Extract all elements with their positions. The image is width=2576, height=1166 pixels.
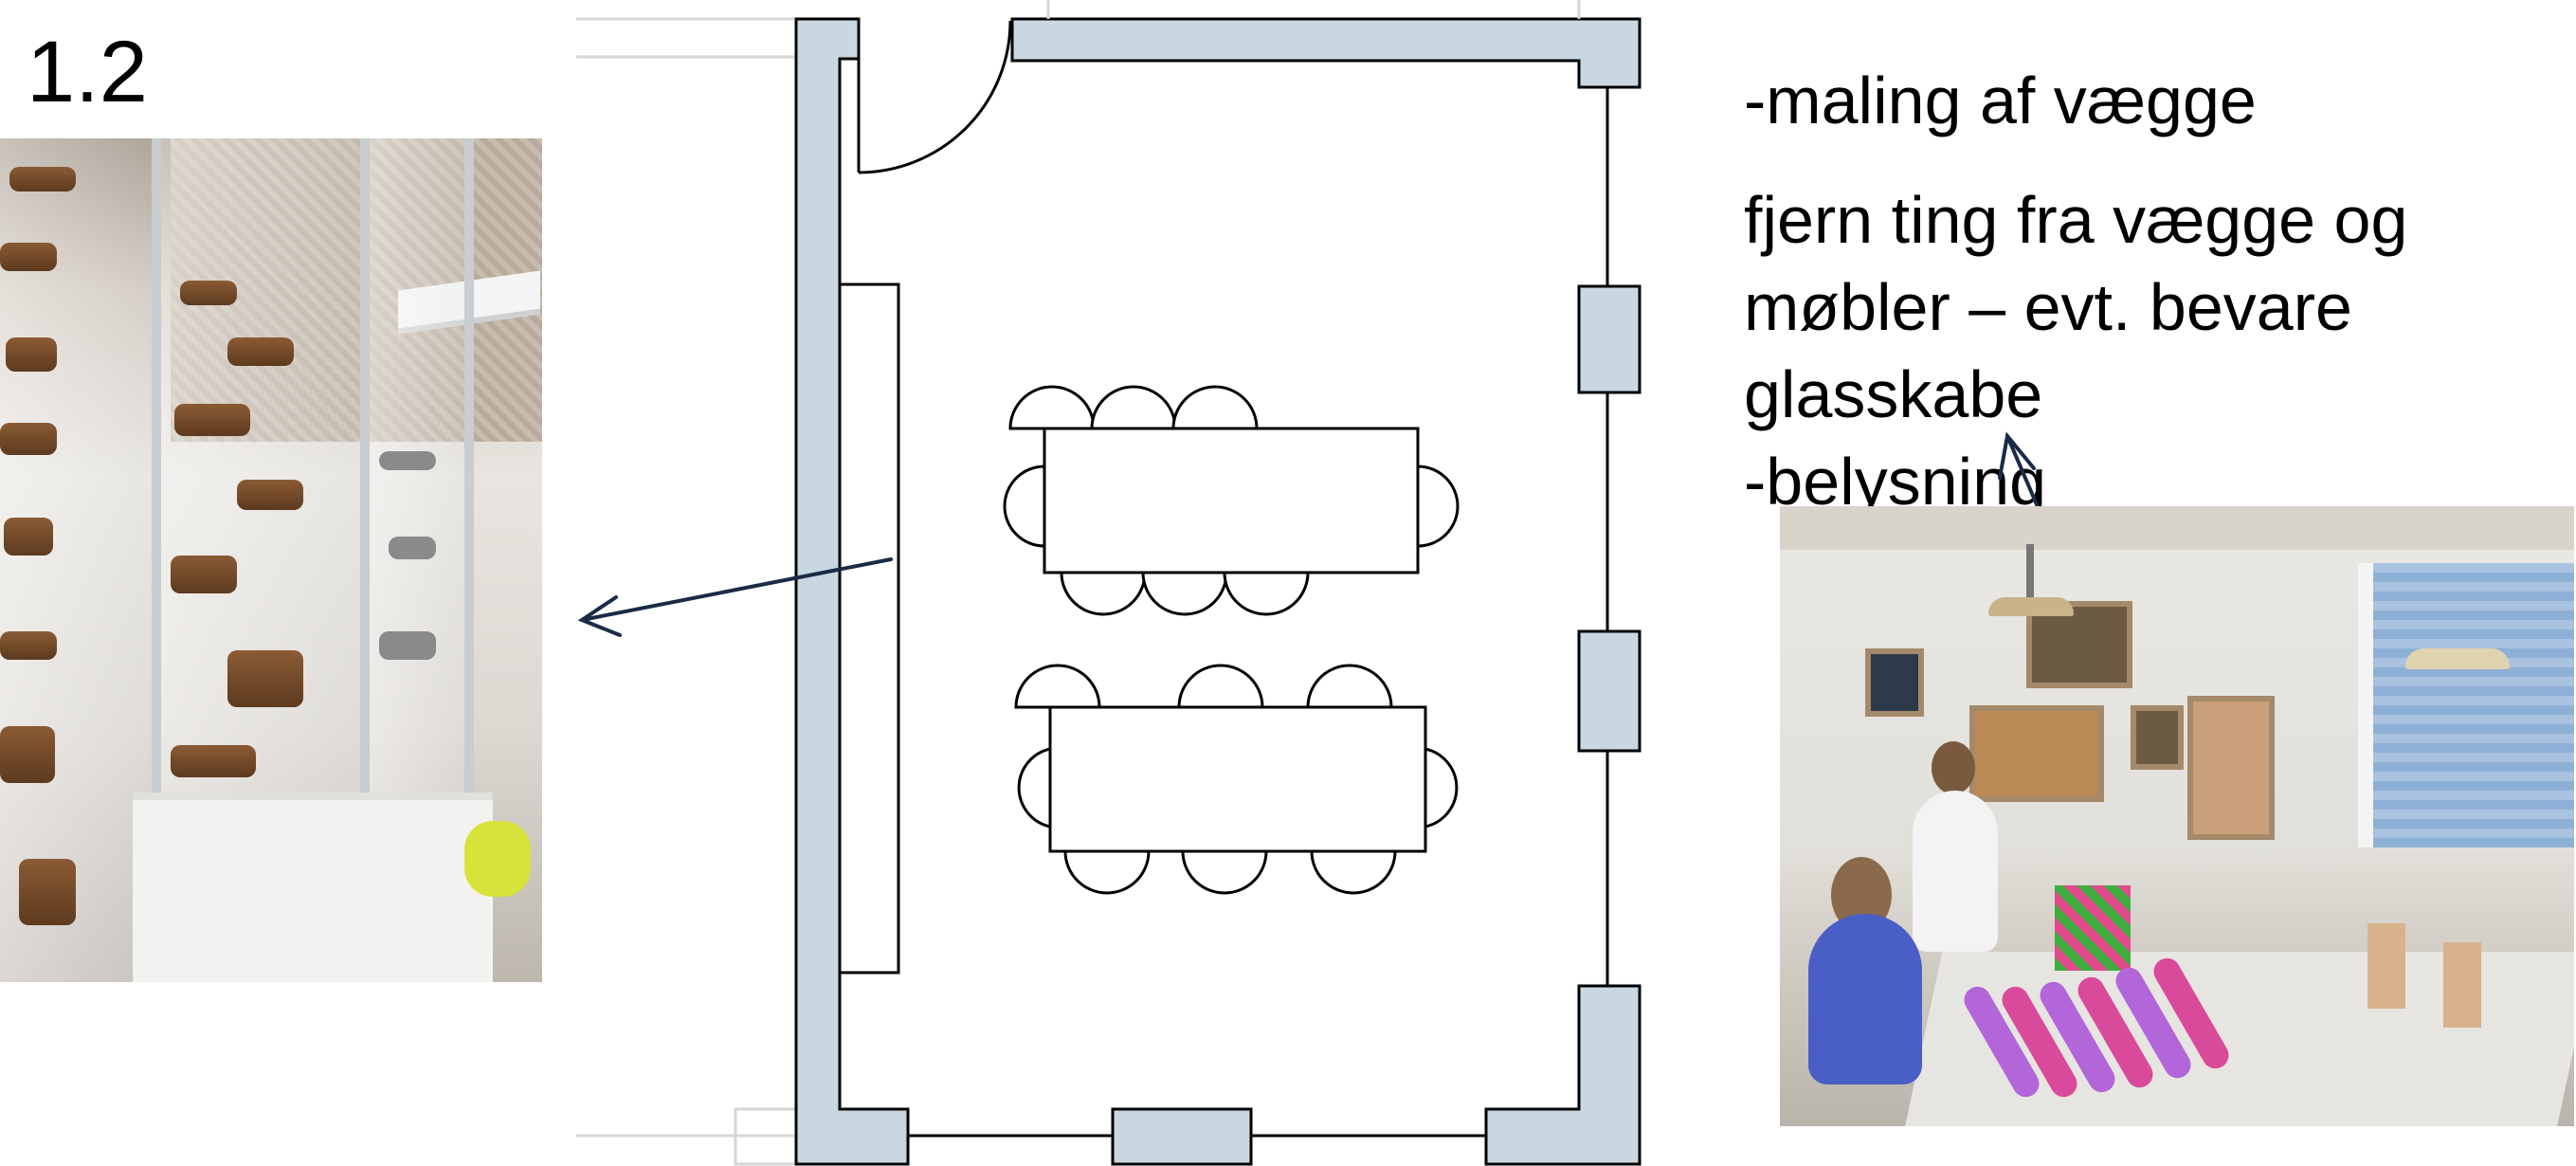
tool-item [0,423,57,455]
person-head [1932,741,1975,794]
tool-item [227,650,303,707]
tool-item [19,859,76,925]
window-with-blinds [2358,563,2574,847]
chair [1063,849,1151,895]
tool-item [0,243,57,271]
tool-item [227,337,294,366]
tool-item [389,537,436,559]
arrowhead-up [1998,431,2036,480]
key-board-picture [1969,705,2104,802]
chair [1060,571,1147,616]
chair [1177,664,1264,709]
slide-number: 1.2 [27,24,148,120]
chair [1306,664,1393,709]
chair [2367,923,2405,1009]
arrowhead-left [577,595,622,637]
notes-text: -maling af vægge fjern ting fra vægge og… [1744,57,2407,525]
pendant-lamp-icon [2405,648,2510,669]
table [1043,427,1420,574]
tool-item [0,631,57,660]
wall-picture [2131,705,2184,770]
chair [1310,849,1397,895]
note-painting: -maling af vægge [1744,64,2257,137]
right-wall-window-1 [1577,284,1642,394]
chair [2443,942,2481,1028]
note-glass-cabinets: glasskabe [1744,357,2043,431]
chair [1181,849,1268,895]
chair [1424,747,1459,829]
right-wall-window-2 [1577,629,1642,753]
tool-item [174,404,250,436]
tool-item [171,556,237,593]
table-group-1 [1003,385,1460,616]
tool-item [237,480,303,510]
tool-item [0,726,55,783]
pendant-lamp-icon [1988,597,2074,616]
wall-plaque [1865,648,1924,717]
chair [1171,385,1259,430]
gift-bag [2055,885,2131,971]
chair [1003,465,1046,548]
chair [1014,664,1101,709]
chair [1141,571,1228,616]
note-furniture: møbler – evt. bevare [1744,270,2352,344]
standing-person [1913,791,1998,952]
top-wall [1010,17,1642,89]
bottom-right-corner-wall [1484,984,1642,1166]
tool-item [6,337,57,372]
bottom-wall-block [1111,1107,1253,1166]
sideboard [838,282,900,975]
photo-ceiling [1780,506,2574,550]
tool-item [379,451,436,470]
white-cabinet [133,793,493,982]
seated-person [1808,914,1922,1084]
floor-plan [576,0,1642,1166]
note-remove-items: fjern ting fra vægge og [1744,183,2408,257]
chair [1416,465,1460,548]
tool-item [180,281,237,305]
chair [1008,385,1096,430]
left-wall [794,17,910,1166]
tool-item [379,631,436,660]
door-swing-arc [858,20,1012,174]
chair [1223,571,1310,616]
meeting-room-photo [1780,506,2574,1126]
table-group-2 [1014,664,1459,895]
yellow-bag [464,821,531,897]
tool-item [4,518,53,556]
chair [1090,385,1177,430]
tool-item [171,745,256,777]
lamp-cord [2026,544,2034,601]
tool-item [9,167,76,191]
arrow-to-display-cases [580,557,893,622]
chair [1017,747,1052,829]
display-cases-photo [0,138,542,982]
wall-saws [2187,696,2275,840]
table [1048,705,1427,853]
